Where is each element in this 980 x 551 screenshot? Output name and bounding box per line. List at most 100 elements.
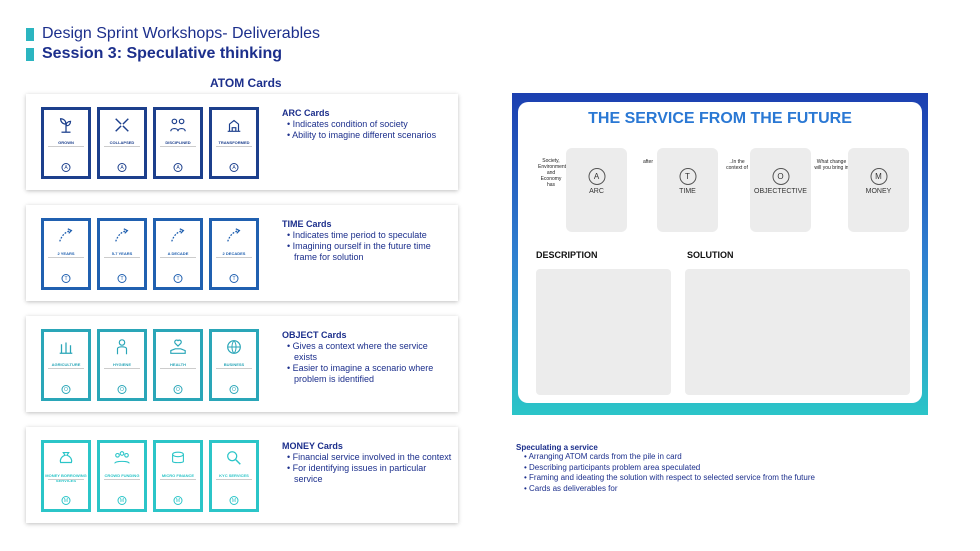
bullet-item: Imagining ourself in the future time fra… bbox=[282, 241, 452, 263]
card-slot[interactable]: A ARC bbox=[566, 148, 627, 232]
magnifier-icon bbox=[225, 449, 243, 467]
page-title: Design Sprint Workshops- Deliverables bbox=[42, 25, 321, 42]
card-badge: A bbox=[229, 163, 239, 172]
slot-prefix-label: ..In the context of bbox=[726, 159, 748, 171]
card-divider bbox=[216, 479, 252, 489]
arrow-curve-icon bbox=[169, 227, 187, 245]
card-divider bbox=[160, 479, 196, 489]
card-name: DISCIPLINED bbox=[165, 140, 191, 145]
card-badge: T bbox=[229, 274, 239, 283]
bullet-item: Easier to imagine a scenario where probl… bbox=[282, 363, 452, 385]
bullet-item: Financial service involved in the contex… bbox=[282, 452, 452, 463]
description-box[interactable] bbox=[536, 269, 671, 395]
arrow-curve-icon bbox=[225, 227, 243, 245]
slot-letter: A bbox=[588, 168, 605, 185]
card-divider bbox=[48, 146, 84, 156]
card-name: MONEY BORROWING SERVICES bbox=[45, 473, 87, 483]
slot-label: MONEY bbox=[865, 188, 892, 195]
card-badge: A bbox=[117, 163, 127, 172]
card-divider bbox=[216, 257, 252, 267]
card-divider bbox=[160, 368, 196, 378]
atom-cards-title: ATOM Cards bbox=[210, 76, 282, 90]
speculating-item: Arranging ATOM cards from the pile in ca… bbox=[516, 452, 916, 463]
panel-title: TIME Cards bbox=[282, 219, 332, 229]
board-title: THE SERVICE FROM THE FUTURE bbox=[588, 110, 852, 127]
slot-letter: M bbox=[870, 168, 887, 185]
slot-prefix-label: What change will you bring in bbox=[814, 159, 849, 171]
page-header: Design Sprint Workshops- Deliverables Se… bbox=[26, 24, 320, 64]
card-name: TRANSFORMED bbox=[218, 140, 250, 145]
card-name: KYC SERVICES bbox=[219, 473, 249, 478]
atom-card[interactable]: 2 DECADES T bbox=[209, 218, 259, 290]
people-icon bbox=[169, 116, 187, 134]
panel-bullets: Indicates time period to speculateImagin… bbox=[282, 230, 452, 263]
bullet-item: For identifying issues in particular ser… bbox=[282, 463, 452, 485]
description-label: DESCRIPTION bbox=[536, 250, 598, 260]
speculating-title: Speculating a service bbox=[516, 443, 598, 452]
card-badge: T bbox=[61, 274, 71, 283]
bullet-item: Gives a context where the service exists bbox=[282, 341, 452, 363]
panel-title: ARC Cards bbox=[282, 108, 330, 118]
card-slot[interactable]: M MONEY bbox=[848, 148, 909, 232]
slot-label: ARC bbox=[589, 188, 604, 195]
slot-letter: T bbox=[679, 168, 696, 185]
card-divider bbox=[104, 368, 140, 378]
card-divider bbox=[48, 257, 84, 267]
panel-title: MONEY Cards bbox=[282, 441, 343, 451]
card-name: BUSINESS bbox=[223, 362, 245, 367]
accent-bar bbox=[26, 47, 34, 61]
card-name: HYGIENE bbox=[112, 362, 131, 367]
card-name: 2 YEARS bbox=[57, 251, 75, 256]
card-slot[interactable]: T TIME bbox=[657, 148, 718, 232]
bullet-item: Ability to imagine different scenarios bbox=[282, 130, 452, 141]
slot-label: TIME bbox=[679, 188, 696, 195]
card-badge: O bbox=[61, 385, 71, 394]
card-name: 2 DECADES bbox=[222, 251, 246, 256]
building-icon bbox=[225, 116, 243, 134]
card-name: A DECADE bbox=[167, 251, 189, 256]
atom-card[interactable]: 2 YEARS T bbox=[41, 218, 91, 290]
globe-icon bbox=[225, 338, 243, 356]
card-divider bbox=[104, 257, 140, 267]
card-name: GROWN bbox=[58, 140, 74, 145]
hand-heart-icon bbox=[169, 338, 187, 356]
money-bag-icon bbox=[57, 449, 75, 467]
bullet-item: Indicates time period to speculate bbox=[282, 230, 452, 241]
card-divider bbox=[216, 146, 252, 156]
atom-card[interactable]: TRANSFORMED A bbox=[209, 107, 259, 179]
panel-description: TIME CardsIndicates time period to specu… bbox=[282, 219, 452, 263]
card-divider bbox=[104, 146, 140, 156]
speculating-list: Arranging ATOM cards from the pile in ca… bbox=[516, 452, 916, 494]
plant-icon bbox=[57, 116, 75, 134]
speculating-section: Speculating a service Arranging ATOM car… bbox=[516, 443, 916, 494]
solution-box[interactable] bbox=[685, 269, 910, 395]
panel-description: MONEY CardsFinancial service involved in… bbox=[282, 441, 452, 485]
card-badge: O bbox=[173, 385, 183, 394]
speculating-item: Cards as deliverables for bbox=[516, 484, 916, 495]
slot-letter: O bbox=[772, 168, 789, 185]
card-divider bbox=[104, 479, 140, 489]
card-name: MICRO FINANCE bbox=[161, 473, 195, 478]
card-badge: M bbox=[117, 496, 127, 505]
